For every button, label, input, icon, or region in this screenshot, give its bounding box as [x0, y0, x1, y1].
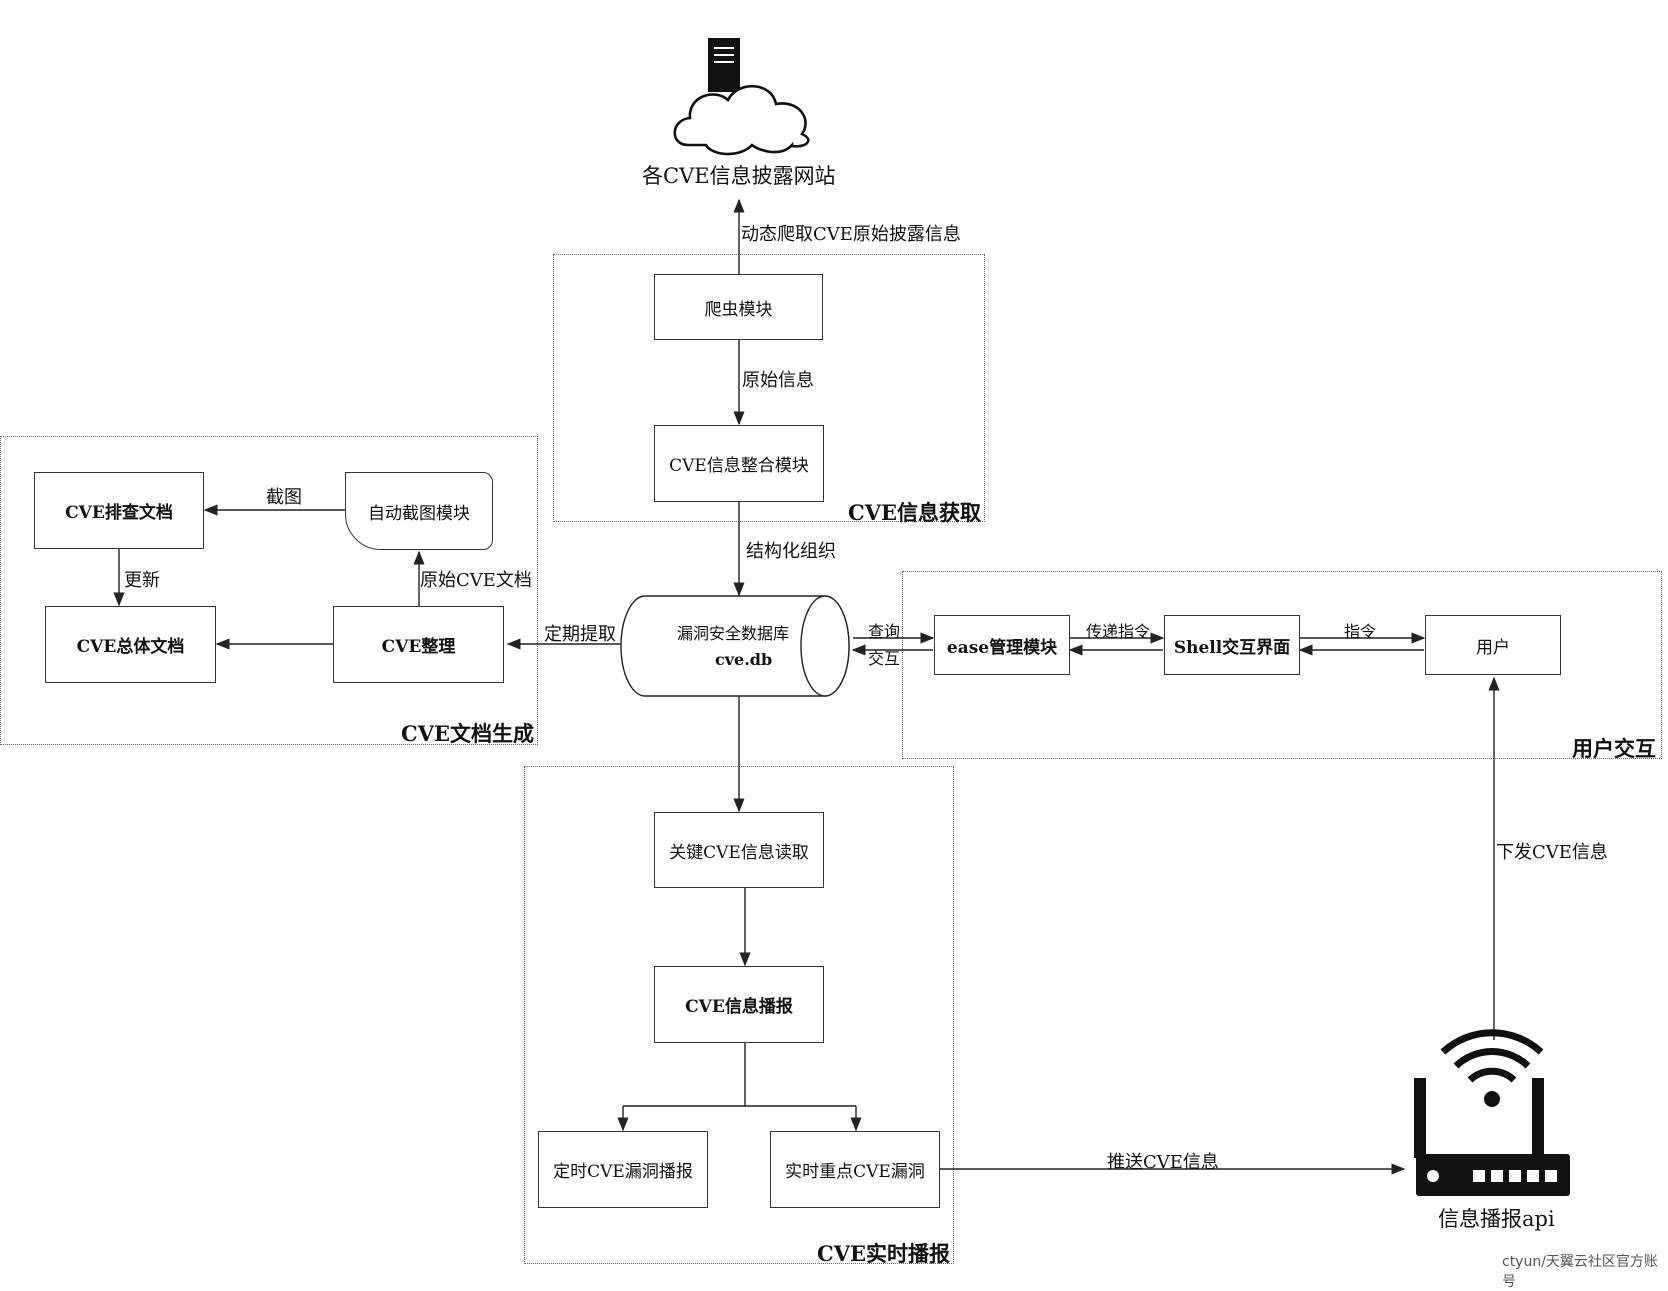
api-label: 信息播报api	[1438, 1207, 1555, 1231]
screenshot-module[interactable]: 自动截图模块	[345, 472, 493, 550]
edge-raw-doc-label: 原始CVE文档	[420, 570, 532, 591]
key-read-box[interactable]: 关键CVE信息读取	[654, 812, 824, 888]
edge-cmd-label: 指令	[1344, 622, 1377, 641]
edge-screenshot-label: 截图	[266, 487, 302, 508]
group-docgen-title: CVE文档生成	[401, 721, 535, 746]
group-interact-title: 用户交互	[1572, 736, 1656, 761]
group-acquire	[553, 254, 985, 522]
edge-interact-label: 交互	[868, 649, 901, 668]
edge-update-label: 更新	[124, 570, 160, 591]
user-box[interactable]: 用户	[1425, 615, 1561, 675]
db-name: 漏洞安全数据库	[677, 624, 790, 643]
group-docgen	[0, 436, 538, 745]
wifi-router-icon	[1414, 1029, 1570, 1196]
organize-box[interactable]: CVE整理	[333, 606, 504, 683]
db-file: cve.db	[715, 650, 773, 669]
cloud-icon	[673, 84, 810, 156]
group-interact	[902, 571, 1662, 759]
server-icon	[708, 38, 740, 92]
edge-query-label: 查询	[868, 622, 901, 641]
database-cylinder	[620, 595, 850, 697]
edge-send-label: 下发CVE信息	[1496, 842, 1608, 863]
edge-pass-cmd-label: 传递指令	[1086, 622, 1151, 641]
overall-doc-box[interactable]: CVE总体文档	[45, 606, 216, 683]
site-label: 各CVE信息披露网站	[642, 164, 836, 188]
watermark: ctyun/天翼云社区官方账号	[1502, 1254, 1658, 1290]
edge-push-label: 推送CVE信息	[1107, 1152, 1219, 1173]
crawler-module[interactable]: 爬虫模块	[654, 274, 823, 340]
group-broadcast-title: CVE实时播报	[817, 1241, 951, 1266]
edge-structured-label: 结构化组织	[746, 541, 836, 562]
integrate-module[interactable]: CVE信息整合模块	[654, 425, 824, 502]
realtime-broadcast-box[interactable]: 实时重点CVE漏洞	[770, 1131, 940, 1208]
ease-module[interactable]: ease管理模块	[934, 615, 1070, 675]
edge-raw-info-label: 原始信息	[742, 370, 814, 391]
check-doc-box[interactable]: CVE排查文档	[34, 472, 204, 549]
group-acquire-title: CVE信息获取	[848, 500, 982, 525]
timed-broadcast-box[interactable]: 定时CVE漏洞播报	[538, 1131, 708, 1208]
edge-periodic-label: 定期提取	[544, 624, 616, 645]
fetch-label: 动态爬取CVE原始披露信息	[741, 224, 961, 245]
shell-interface[interactable]: Shell交互界面	[1164, 615, 1300, 675]
broadcast-box[interactable]: CVE信息播报	[654, 966, 824, 1043]
